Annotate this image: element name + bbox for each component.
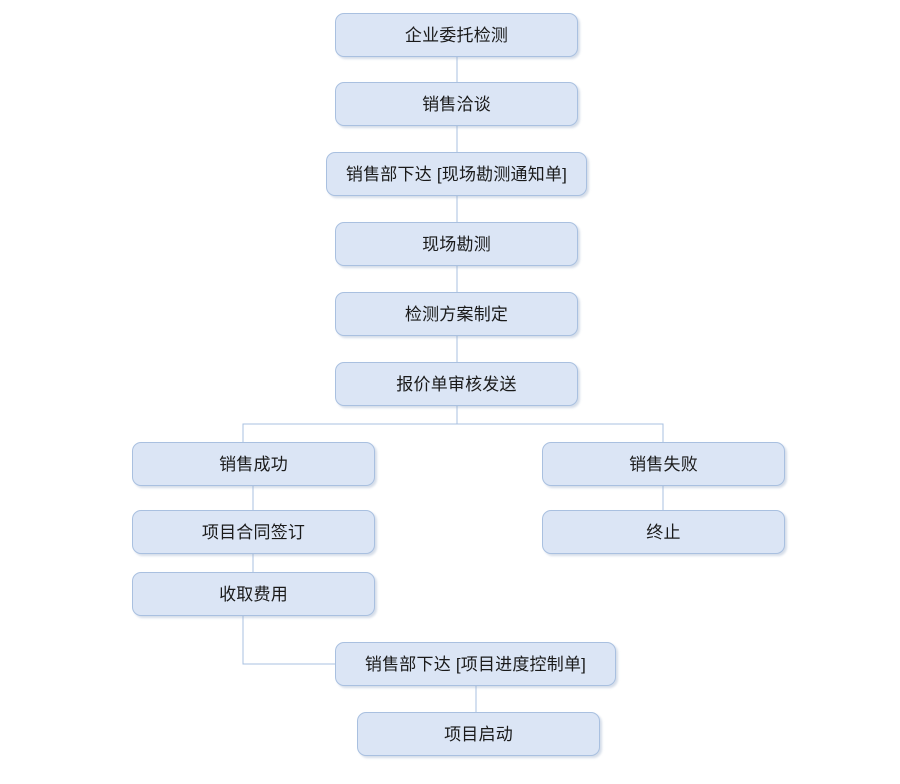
flow-node-n11[interactable]: 收取费用 bbox=[132, 572, 375, 616]
flow-node-label: 销售部下达 [现场勘测通知单] bbox=[345, 164, 568, 184]
flow-node-n5[interactable]: 检测方案制定 bbox=[335, 292, 578, 336]
flow-node-n8[interactable]: 销售失败 bbox=[542, 442, 785, 486]
flow-node-n4[interactable]: 现场勘测 bbox=[335, 222, 578, 266]
connector-e8 bbox=[457, 423, 664, 442]
flow-node-label: 销售失败 bbox=[629, 454, 698, 474]
flow-node-n10[interactable]: 终止 bbox=[542, 510, 785, 554]
flow-node-label: 项目合同签订 bbox=[201, 522, 306, 542]
flow-node-n13[interactable]: 项目启动 bbox=[357, 712, 600, 756]
flow-node-label: 报价单审核发送 bbox=[396, 374, 517, 394]
connector-e7 bbox=[242, 423, 457, 442]
flow-node-label: 销售洽谈 bbox=[422, 94, 491, 114]
flow-node-n7[interactable]: 销售成功 bbox=[132, 442, 375, 486]
flow-node-label: 销售成功 bbox=[219, 454, 288, 474]
flow-node-n6[interactable]: 报价单审核发送 bbox=[335, 362, 578, 406]
connector-e12 bbox=[242, 616, 335, 665]
flow-node-n12[interactable]: 销售部下达 [项目进度控制单] bbox=[335, 642, 616, 686]
flow-node-n9[interactable]: 项目合同签订 bbox=[132, 510, 375, 554]
flow-node-n2[interactable]: 销售洽谈 bbox=[335, 82, 578, 126]
flow-node-label: 终止 bbox=[646, 522, 681, 542]
flow-node-label: 销售部下达 [项目进度控制单] bbox=[364, 654, 587, 674]
flow-node-n1[interactable]: 企业委托检测 bbox=[335, 13, 578, 57]
flow-node-label: 收取费用 bbox=[219, 584, 288, 604]
flow-node-n3[interactable]: 销售部下达 [现场勘测通知单] bbox=[326, 152, 587, 196]
flow-node-label: 现场勘测 bbox=[422, 234, 491, 254]
flow-node-label: 项目启动 bbox=[444, 724, 513, 744]
flow-node-label: 检测方案制定 bbox=[404, 304, 509, 324]
flow-node-label: 企业委托检测 bbox=[404, 25, 509, 45]
